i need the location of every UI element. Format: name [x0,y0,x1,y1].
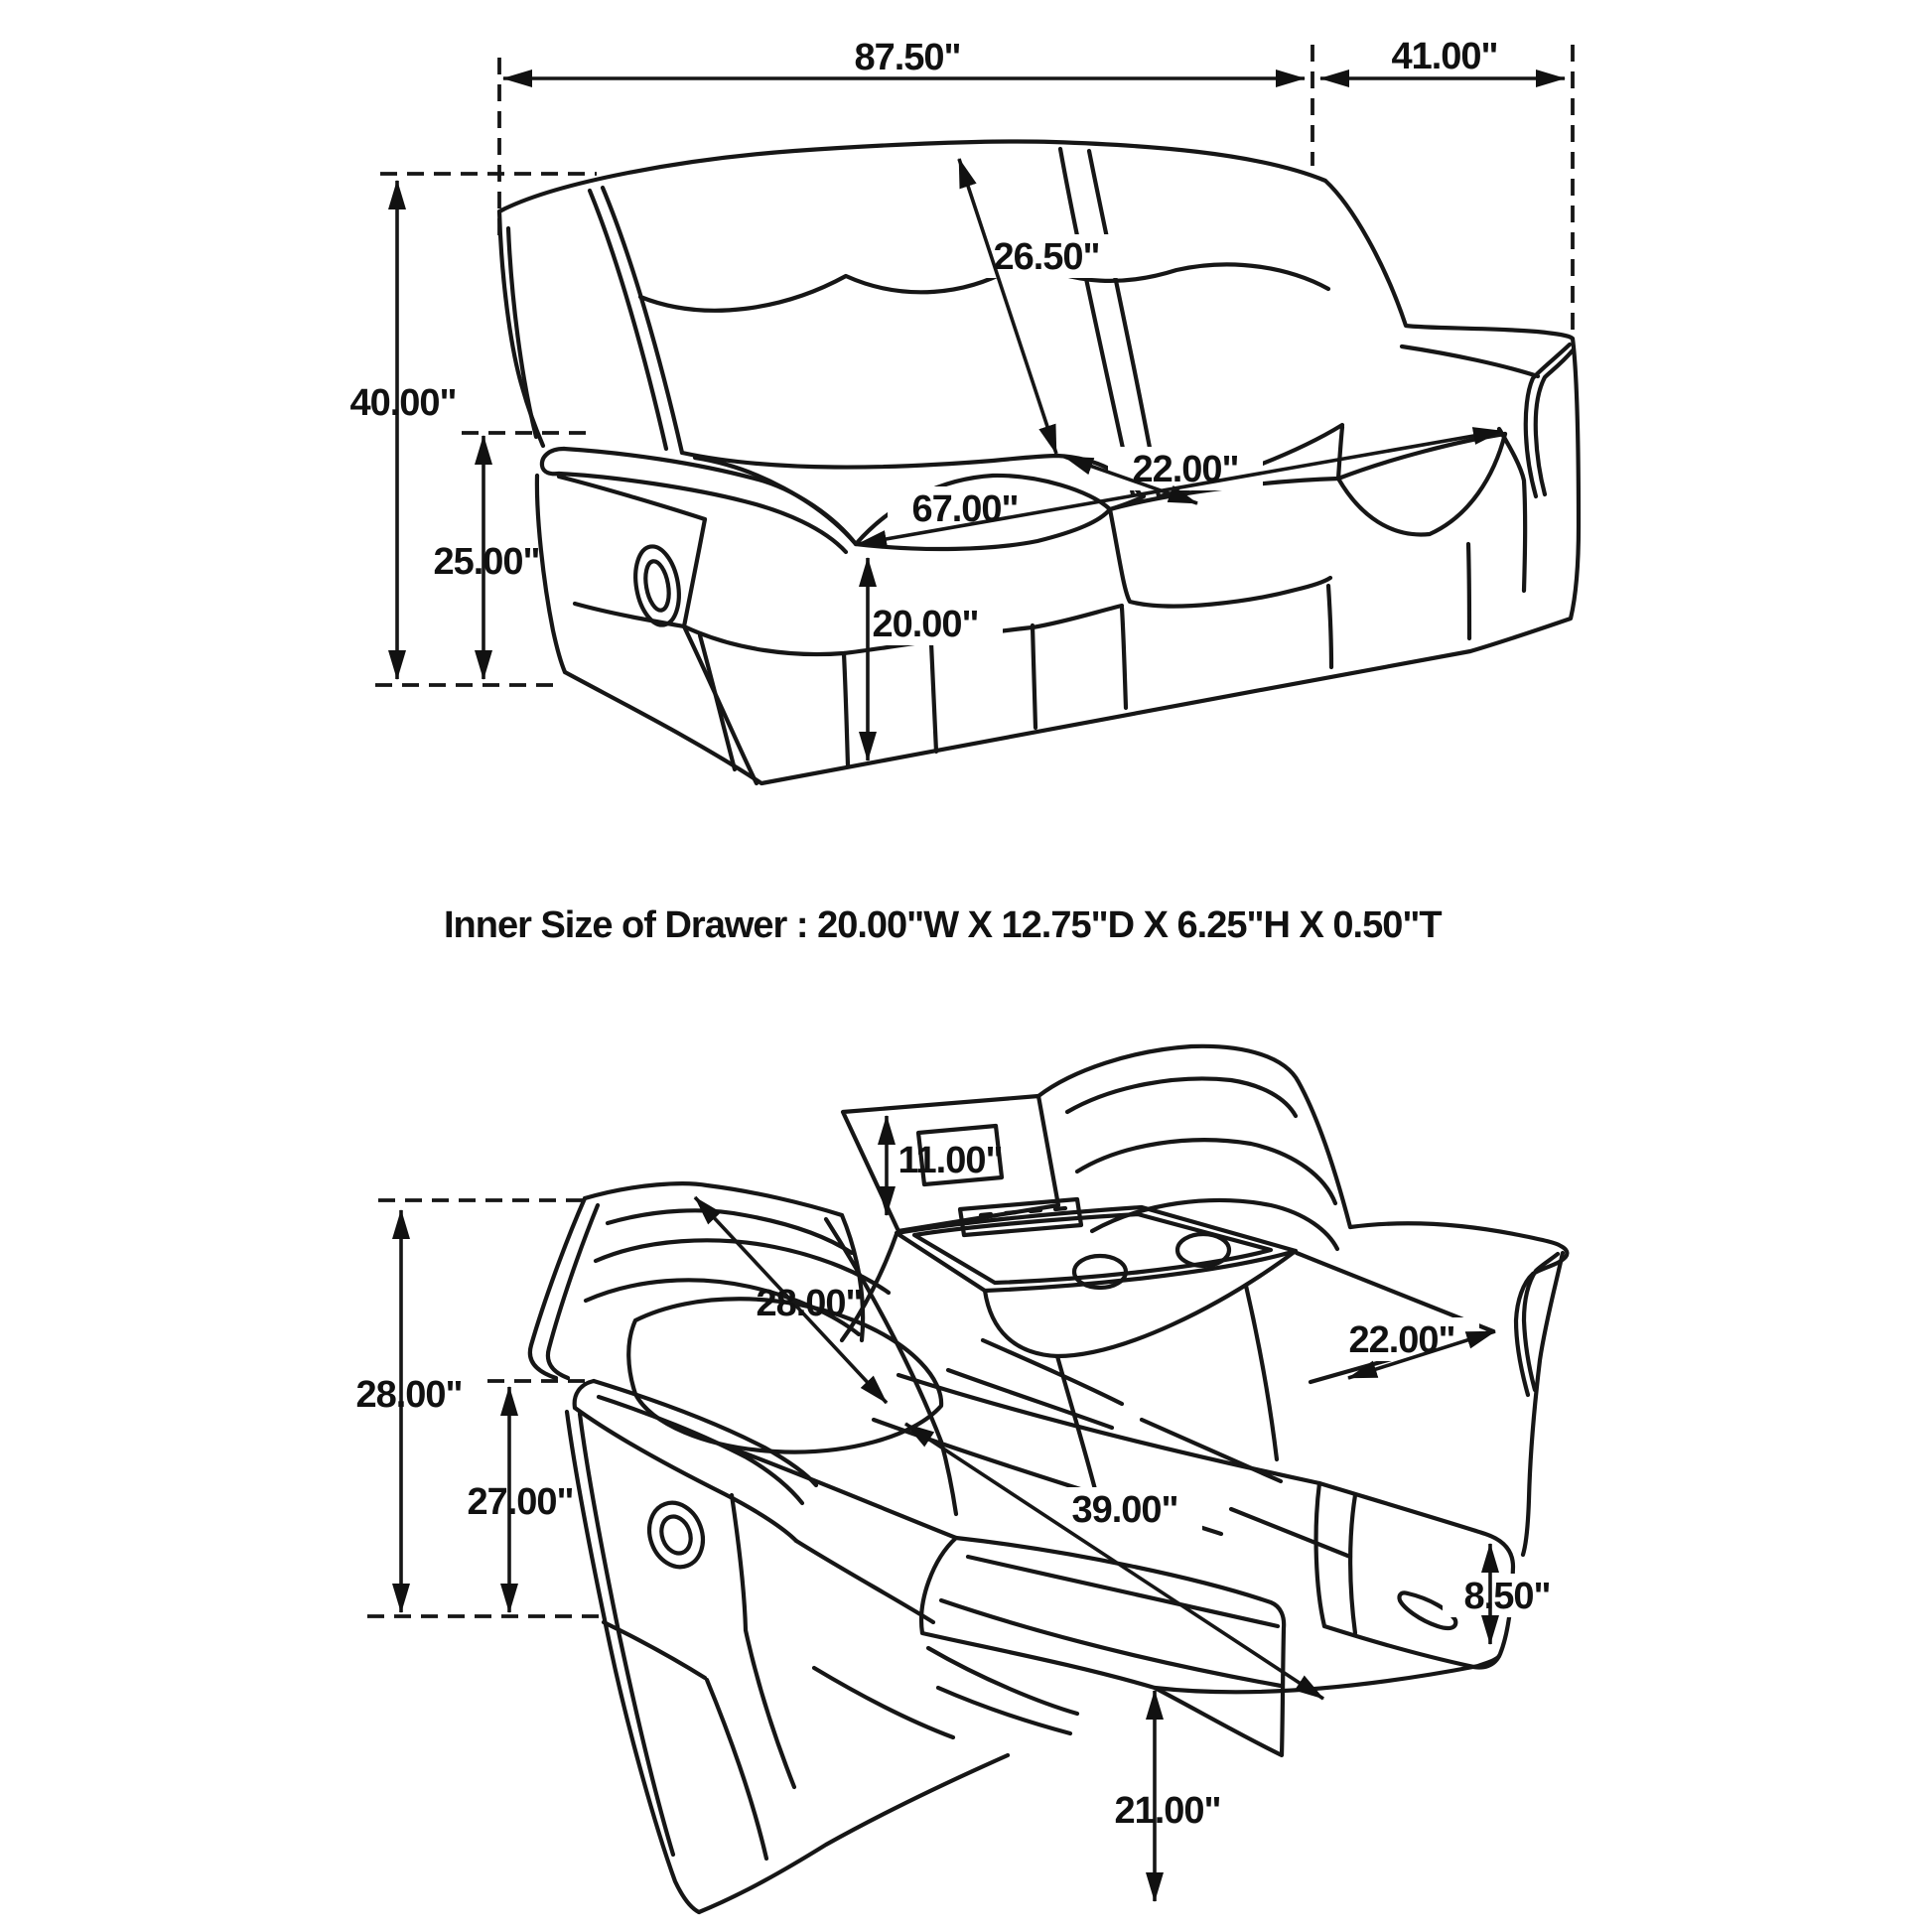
svg-text:8.50": 8.50" [1464,1576,1551,1617]
svg-text:26.50": 26.50" [993,236,1099,278]
svg-text:28.00": 28.00" [355,1374,462,1416]
svg-text:28.00": 28.00" [756,1283,862,1324]
svg-text:11.00": 11.00" [897,1140,1002,1181]
svg-text:39.00": 39.00" [1071,1489,1177,1531]
svg-text:22.00": 22.00" [1132,449,1238,490]
svg-text:21.00": 21.00" [1114,1790,1220,1832]
svg-text:40.00": 40.00" [349,382,456,424]
svg-text:22.00": 22.00" [1348,1319,1454,1361]
svg-text:67.00": 67.00" [911,488,1018,530]
svg-text:41.00": 41.00" [1391,36,1497,77]
svg-text:Inner Size of Drawer : 20.00"W: Inner Size of Drawer : 20.00"W X 12.75"D… [444,904,1442,946]
svg-text:27.00": 27.00" [467,1481,573,1523]
svg-text:25.00": 25.00" [433,541,539,583]
svg-text:20.00": 20.00" [872,604,978,645]
svg-text:87.50": 87.50" [854,37,960,78]
